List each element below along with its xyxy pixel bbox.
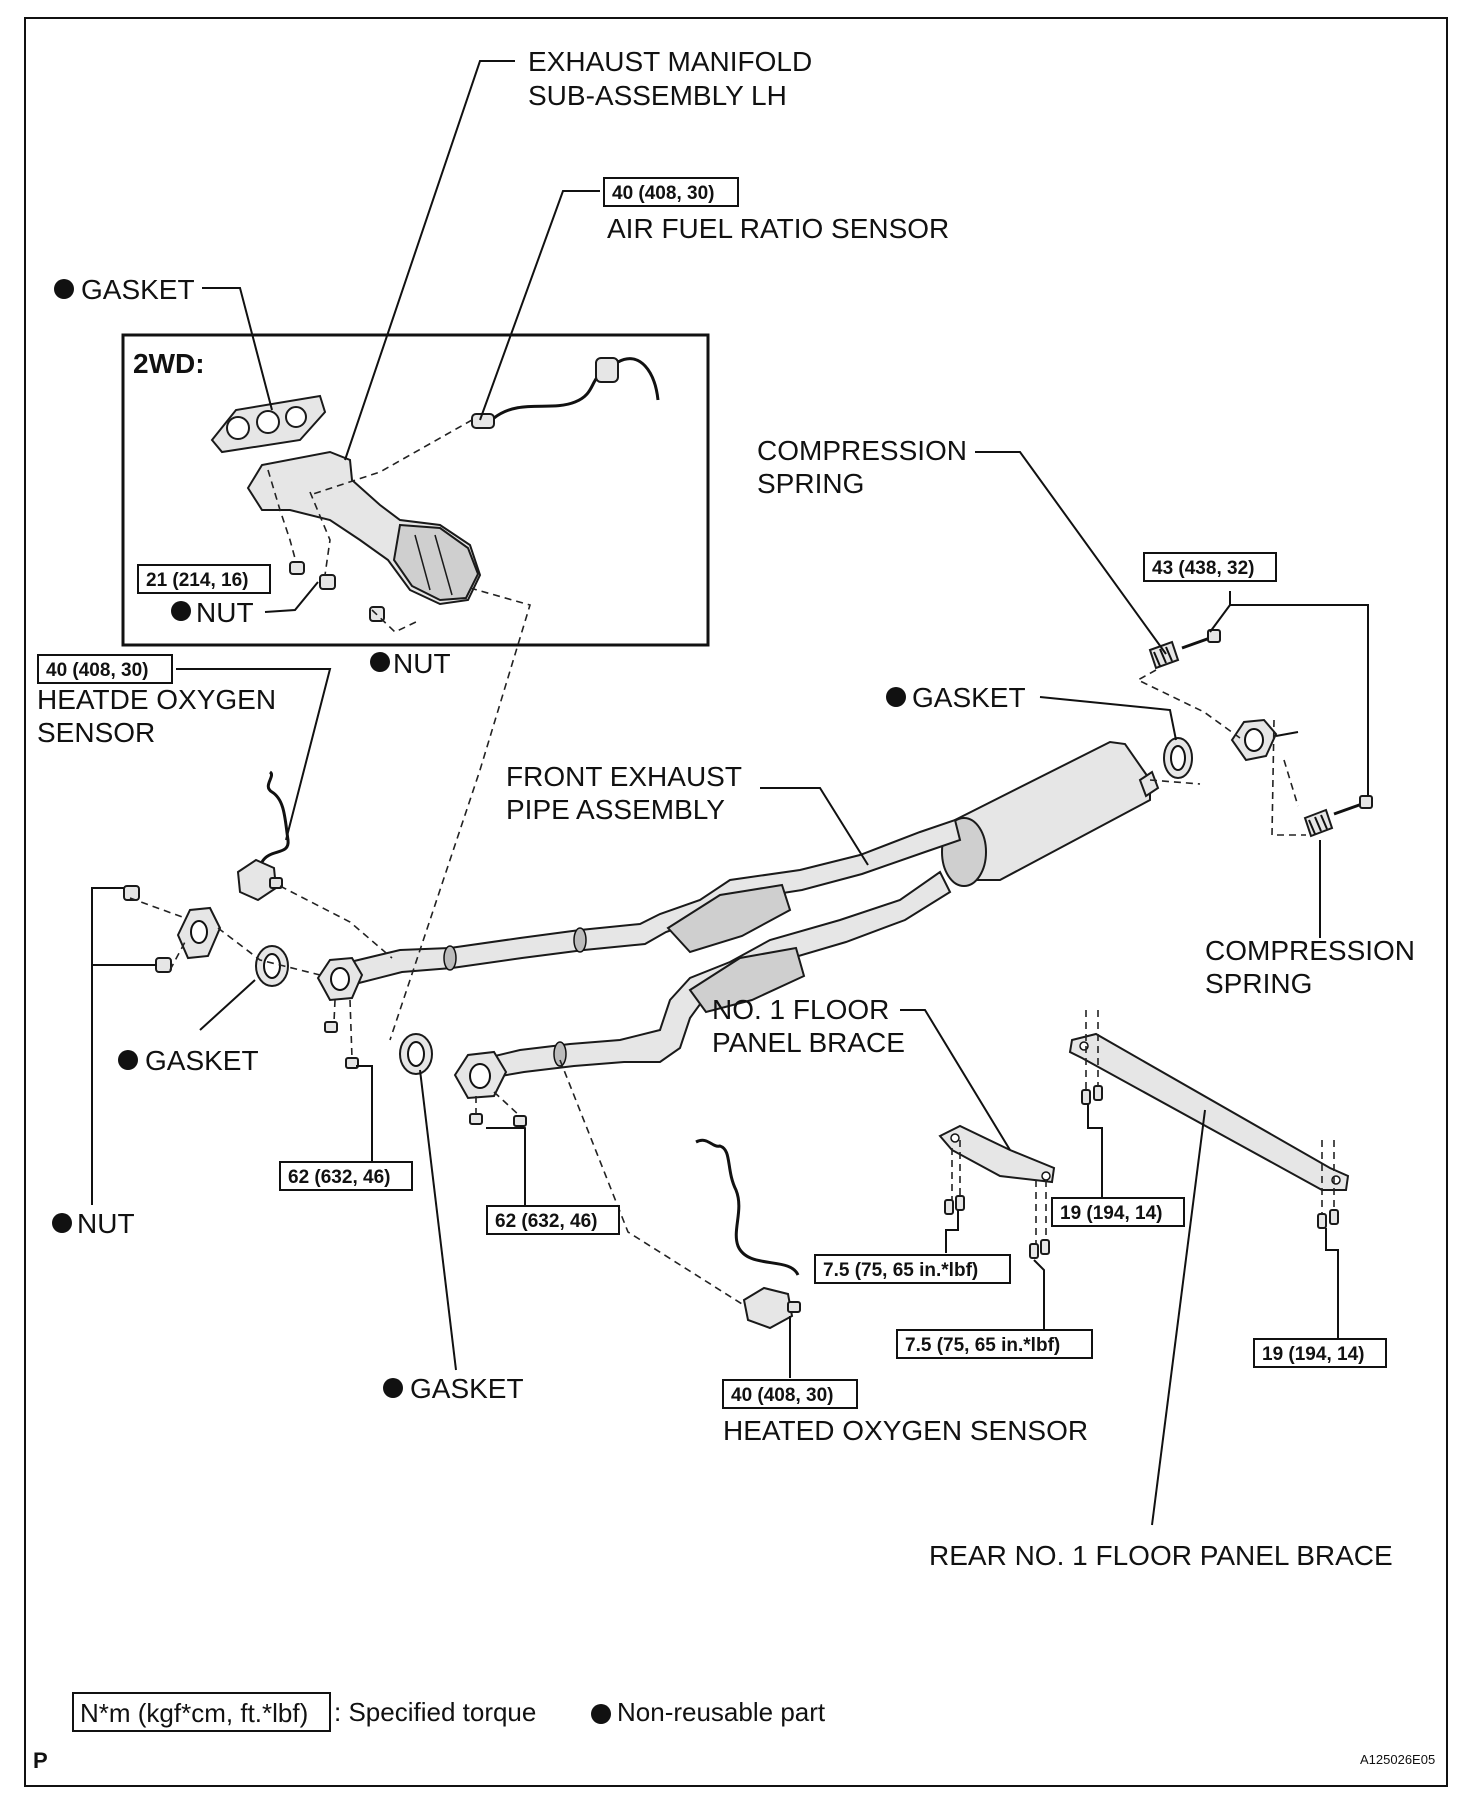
- torque-manifold-nut: 21 (214, 16): [137, 564, 271, 594]
- inset-nut-2: [319, 574, 336, 590]
- gasket-left-part: [255, 945, 289, 987]
- nut-left-2: [155, 957, 172, 973]
- manifold-side-flange: [176, 906, 222, 960]
- nut-left-label: NUT: [77, 1208, 135, 1239]
- svg-text:7.5 (75, 65 in.*lbf): 7.5 (75, 65 in.*lbf): [905, 1335, 1060, 1356]
- heatde-oxygen-label-2: SENSOR: [37, 717, 155, 748]
- no1-floor-label-2: PANEL BRACE: [712, 1027, 905, 1058]
- assembly-dashed-lines: [129, 419, 1335, 1305]
- exhaust-manifold-part: [246, 450, 482, 606]
- exhaust-manifold-label-2: SUB-ASSEMBLY LH: [528, 80, 787, 111]
- rear-flange-part: [1230, 718, 1299, 762]
- legend-nonreusable: Non-reusable part: [591, 1697, 826, 1727]
- legend-nonreusable-desc: Non-reusable part: [617, 1697, 826, 1727]
- nonreusable-dot-nut-left: [52, 1213, 72, 1233]
- air-fuel-ratio-sensor-label: AIR FUEL RATIO SENSOR: [607, 213, 949, 244]
- corner-letter: P: [33, 1748, 48, 1773]
- torque-air-fuel-ratio: 40 (408, 30): [603, 177, 739, 207]
- front-exhaust-pipe-upper: [348, 818, 962, 986]
- svg-text:40 (408, 30): 40 (408, 30): [46, 660, 148, 681]
- nonreusable-dot-nut-below-inset: [370, 652, 390, 672]
- nonreusable-dot-gasket-right: [886, 687, 906, 707]
- rear-no1-floor-label: REAR NO. 1 FLOOR PANEL BRACE: [929, 1540, 1393, 1571]
- front-exhaust-label-1: FRONT EXHAUST: [506, 761, 742, 792]
- rear-no1-floor-panel-brace-part: [1068, 1032, 1350, 1191]
- gasket-bottom-part: [399, 1033, 433, 1075]
- manifold-gasket-part: [210, 394, 327, 454]
- svg-text:19 (194, 14): 19 (194, 14): [1262, 1344, 1364, 1365]
- compression-spring-bottom-label-2: SPRING: [1205, 968, 1312, 999]
- compression-spring-bottom-part: [1303, 795, 1373, 838]
- torque-flange-right: 62 (632, 46): [486, 1205, 620, 1235]
- gasket-right-part: [1163, 737, 1193, 779]
- heatde-oxygen-label-1: HEATDE OXYGEN: [37, 684, 276, 715]
- compression-spring-bottom-label-1: COMPRESSION: [1205, 935, 1415, 966]
- svg-text:21 (214, 16): 21 (214, 16): [146, 570, 248, 591]
- legend-torque: N*m (kgf*cm, ft.*lbf) : Specified torque: [72, 1692, 536, 1732]
- flange-upper-left: [316, 956, 364, 1002]
- no1-brace-bolts: [944, 1195, 1050, 1259]
- inset-2wd-label: 2WD:: [133, 348, 205, 379]
- svg-text:43 (438, 32): 43 (438, 32): [1152, 558, 1254, 579]
- gasket-left-label: GASKET: [145, 1045, 259, 1076]
- compression-spring-top-label-2: SPRING: [757, 468, 864, 499]
- legend-torque-desc: : Specified torque: [334, 1697, 536, 1727]
- outer-frame: [24, 17, 1448, 1787]
- rear-brace-bolts: [1081, 1085, 1339, 1229]
- svg-text:62 (632, 46): 62 (632, 46): [288, 1167, 390, 1188]
- svg-text:7.5 (75, 65 in.*lbf): 7.5 (75, 65 in.*lbf): [823, 1260, 978, 1281]
- flange-bolts-left: [324, 1021, 359, 1069]
- torque-heatde-oxygen: 40 (408, 30): [37, 654, 173, 684]
- svg-text:40 (408, 30): 40 (408, 30): [731, 1385, 833, 1406]
- torque-brace-rear-b: 19 (194, 14): [1253, 1338, 1387, 1368]
- torque-heated-oxygen: 40 (408, 30): [722, 1379, 858, 1409]
- compression-spring-top-part: [1148, 629, 1221, 670]
- torque-flange-left: 62 (632, 46): [279, 1161, 413, 1191]
- heatde-oxygen-sensor-part: [236, 770, 290, 902]
- exhaust-manifold-label-1: EXHAUST MANIFOLD: [528, 46, 812, 77]
- nut-inset-label: NUT: [196, 597, 254, 628]
- front-exhaust-label-2: PIPE ASSEMBLY: [506, 794, 725, 825]
- nonreusable-dot-gasket-top: [54, 279, 74, 299]
- compression-spring-top-label-1: COMPRESSION: [757, 435, 967, 466]
- flange-lower-left: [453, 1050, 508, 1100]
- nut-left-1: [123, 885, 140, 901]
- heated-oxygen-sensor-part: [695, 1138, 801, 1330]
- no1-floor-label-1: NO. 1 FLOOR: [712, 994, 889, 1025]
- figure-code: A125026E05: [1360, 1752, 1435, 1767]
- air-fuel-ratio-sensor-part: [471, 357, 660, 429]
- front-exhaust-pipe-lower: [468, 870, 952, 1082]
- svg-text:62 (632, 46): 62 (632, 46): [495, 1211, 597, 1232]
- no1-floor-panel-brace-part: [938, 1124, 1056, 1184]
- inset-2wd-frame: [121, 333, 710, 647]
- gasket-right-label: GASKET: [912, 682, 1026, 713]
- inset-nut-1: [289, 561, 305, 575]
- gasket-bottom-label: GASKET: [410, 1373, 524, 1404]
- heated-oxygen-sensor-label: HEATED OXYGEN SENSOR: [723, 1415, 1088, 1446]
- nonreusable-dot-gasket-left: [118, 1050, 138, 1070]
- muffler-part: [941, 740, 1160, 887]
- flange-bolts-right: [469, 1113, 527, 1127]
- nonreusable-dot-nut-inset: [171, 601, 191, 621]
- gasket-top-label: GASKET: [81, 274, 195, 305]
- leader-lines: [91, 60, 1369, 1526]
- torque-brace-rear-a: 19 (194, 14): [1051, 1197, 1185, 1227]
- nonreusable-dot-gasket-bottom: [383, 1378, 403, 1398]
- svg-text:40 (408, 30): 40 (408, 30): [612, 183, 714, 204]
- torque-spring-bolt: 43 (438, 32): [1143, 552, 1277, 582]
- torque-brace-front-a: 7.5 (75, 65 in.*lbf): [814, 1254, 1011, 1284]
- torque-brace-front-b: 7.5 (75, 65 in.*lbf): [896, 1329, 1093, 1359]
- nut-below-inset-label: NUT: [393, 648, 451, 679]
- legend-torque-units: N*m (kgf*cm, ft.*lbf): [80, 1698, 308, 1728]
- svg-text:19 (194, 14): 19 (194, 14): [1060, 1203, 1162, 1224]
